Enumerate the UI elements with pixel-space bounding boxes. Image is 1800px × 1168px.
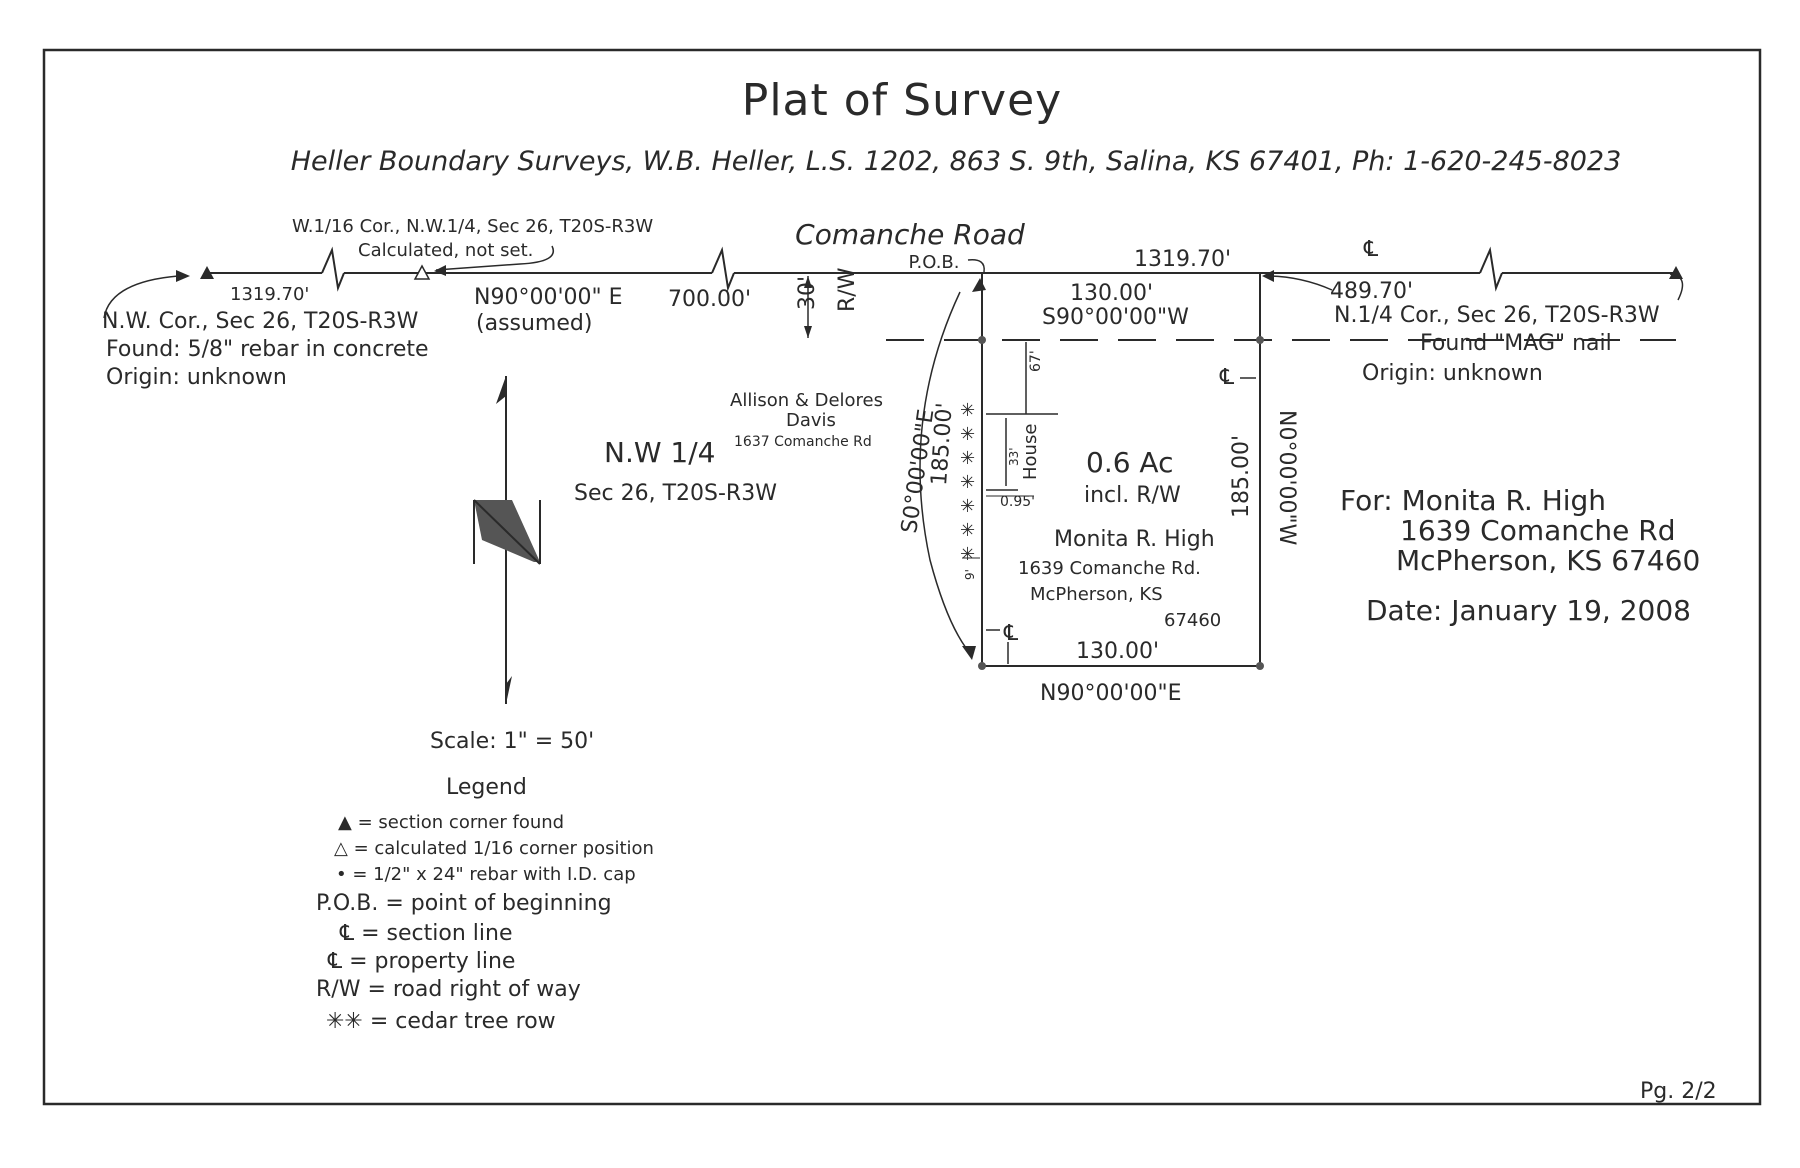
dim-095-label: 0.95' [1000,494,1035,510]
neighbor-line2: Davis [786,410,836,431]
south-pl-symbol: ℄ [1003,621,1019,646]
road-bearing-note: (assumed) [476,311,592,336]
w116-corner-line1: W.1/16 Cor., N.W.1/4, Sec 26, T20S-R3W [292,216,653,237]
n14-corner-found-icon [1669,266,1683,279]
client-line2: 1639 Comanche Rd [1400,514,1676,547]
dist-700-label: 700.00' [668,287,751,312]
legend-item-section-corner: ▲ = section corner found [338,812,564,833]
north-bearing-label: S90°00'00"W [1042,305,1189,330]
svg-text:✳: ✳ [960,400,975,421]
legend-item-section-line: ℄ = section line [339,921,512,946]
row-dimension [804,276,812,338]
n14-leader-2 [1265,275,1333,291]
house-label: House [1020,424,1041,480]
legend-item-property-line: ℄ = property line [327,949,515,974]
rebar-pin-se-icon [1256,662,1264,670]
pob-label: P.O.B. [908,252,959,273]
svg-text:✳: ✳ [960,424,975,445]
area-line1: 0.6 Ac [1086,446,1174,479]
row-label: R/W [835,267,860,312]
north-arrow-icon [473,376,541,704]
east-bearing-label: N0°00'00"W [1274,410,1299,546]
east-dist-label: 185.00' [1229,435,1254,518]
dist-489-label: 489.70' [1330,279,1413,304]
west-dist-label: 185.00' [927,402,958,487]
svg-text:✳: ✳ [960,448,975,469]
dim-33-label: 33' [1007,447,1021,466]
n14-corner-line2: Found "MAG" nail [1420,331,1612,356]
west-leader-arrow-top-icon [972,278,986,292]
road-bearing-label: N90°00'00" E [474,285,623,310]
dim-67-label: 67' [1028,350,1044,372]
north-dist-label: 130.00' [1070,281,1153,306]
svg-text:✳: ✳ [960,520,975,541]
client-line1: For: Monita R. High [1340,484,1606,517]
svg-text:✳: ✳ [960,496,975,517]
nw-corner-line3: Origin: unknown [106,365,287,390]
owner-line3: McPherson, KS [1030,584,1163,605]
south-bearing-label: N90°00'00"E [1040,681,1182,706]
surveyor-line: Heller Boundary Surveys, W.B. Heller, L.… [291,146,1622,177]
legend-item-pob: P.O.B. = point of beginning [316,891,612,916]
nw-corner-found-icon [200,266,214,279]
neighbor-line3: 1637 Comanche Rd [734,434,872,450]
legend-item-cedar-row: ✳✳ = cedar tree row [326,1009,556,1034]
w116-leader-arrow-icon [434,265,446,276]
legend-item-rebar: • = 1/2" x 24" rebar with I.D. cap [336,864,636,885]
quarter-line1: N.W 1/4 [604,436,716,469]
client-date: Date: January 19, 2008 [1366,594,1691,627]
neighbor-line1: Allison & Delores [730,390,883,411]
nw-corner-line1: N.W. Cor., Sec 26, T20S-R3W [102,309,419,334]
rebar-pin-sw-icon [978,662,986,670]
east-pl-symbol: ℄ [1219,365,1235,390]
rebar-pin-nw-icon [978,336,986,344]
pob-leader [967,259,985,273]
n14-leader-arrow-icon [1262,270,1274,282]
dim-9-label: 9' [963,569,977,580]
south-dist-label: 130.00' [1076,639,1159,664]
w116-leader [435,245,554,271]
cedar-tree-row: ✳ ✳ ✳ ✳ ✳ ✳ ✳ [960,400,975,565]
area-line2: incl. R/W [1084,483,1181,508]
row-width-label: 30' [795,276,820,310]
n14-leader [1669,273,1684,301]
rebar-pin-ne-icon [1256,336,1264,344]
nw-leader-arrow-icon [176,270,190,282]
w116-corner-line2: Calculated, not set. [358,240,533,261]
dist-right-label: 1319.70' [1134,247,1231,272]
owner-line1: Monita R. High [1054,527,1215,552]
road-name: Comanche Road [795,218,1025,251]
plat-title: Plat of Survey [742,75,1062,126]
owner-line2: 1639 Comanche Rd. [1018,558,1201,579]
page-number: Pg. 2/2 [1640,1079,1717,1104]
nw-leader [103,275,179,319]
w116-corner-calculated-icon [413,264,431,280]
svg-text:✳: ✳ [960,472,975,493]
west-side-leader [919,291,967,649]
legend-title: Legend [446,775,527,800]
svg-text:✳: ✳ [960,544,975,565]
nw-corner-line2: Found: 5/8" rebar in concrete [106,337,429,362]
dist-left-label: 1319.70' [230,284,309,305]
client-line3: McPherson, KS 67460 [1396,544,1700,577]
owner-line4: 67460 [1164,610,1221,631]
centerline-symbol: ℄ [1363,237,1379,262]
page-frame [42,48,1762,1106]
quarter-line2: Sec 26, T20S-R3W [574,481,777,506]
legend-item-right-of-way: R/W = road right of way [316,977,581,1002]
scale-label: Scale: 1" = 50' [430,729,594,754]
legend-item-calculated-corner: △ = calculated 1/16 corner position [334,838,654,859]
west-leader-arrow-bottom-icon [962,646,976,660]
n14-corner-line1: N.1/4 Cor., Sec 26, T20S-R3W [1334,303,1660,328]
n14-corner-line3: Origin: unknown [1362,361,1543,386]
